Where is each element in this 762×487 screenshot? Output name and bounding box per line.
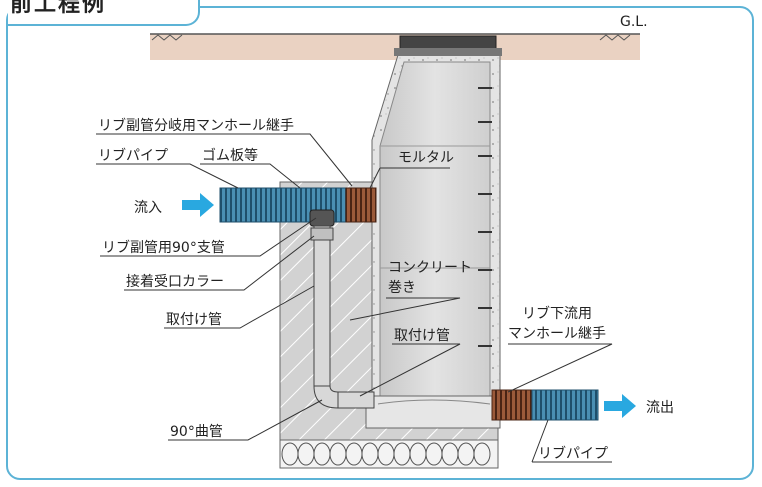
manhole-cover (399, 35, 497, 51)
branch-manhole-joint (345, 187, 377, 223)
leader-mortar-tip (369, 167, 381, 189)
leader-branch-joint (96, 133, 353, 187)
drop-pipe (313, 225, 331, 387)
rib-pipe-top-label: リブパイプ (98, 147, 168, 164)
manhole-interior (379, 61, 491, 397)
outflow-arrow-icon (604, 394, 636, 418)
adhesive-collar-label: 接着受口カラー (126, 273, 224, 290)
leader-rib-pipe-bottom (531, 419, 612, 463)
leader-bend-90 (168, 399, 323, 441)
leader-branch-90 (100, 217, 317, 257)
outflow-label: 流出 (646, 400, 674, 416)
mounting-pipe-left-label: 取付け管 (166, 312, 222, 328)
leader-mounting-pipe-mid (359, 343, 461, 397)
downstream-joint-label-line1: リブ下流用 (522, 305, 592, 322)
ground-strip (150, 34, 640, 60)
outflow-rib-pipe (531, 389, 599, 421)
ground-hatch-right (599, 34, 631, 41)
bottom-slab (365, 395, 501, 429)
downstream-manhole-joint (491, 389, 533, 421)
bend-90-label: 90°曲管 (170, 424, 223, 440)
leader-rubber-plate (200, 163, 301, 189)
rubber-plate-label: ゴム板等 (202, 147, 258, 164)
invert-channel (377, 399, 491, 405)
gl-label: G.L. (620, 14, 648, 30)
leader-concrete (349, 297, 461, 321)
mortar-label: モルタル (398, 150, 454, 166)
concrete-label-line2: 巻き (388, 280, 416, 296)
mounting-pipe-mid-label: 取付け管 (394, 328, 450, 344)
branch-joint-label: リブ副管分岐用マンホール継手 (98, 117, 294, 134)
manhole-frame (394, 48, 502, 56)
figure-frame (6, 0, 754, 480)
ground-hatch-left (151, 34, 183, 41)
branch-90-label: リブ副管用90°支管 (102, 239, 225, 256)
gravel-ovals (281, 442, 491, 466)
downstream-joint-label-line2: マンホール継手 (508, 326, 606, 342)
leader-downstream-joint (507, 343, 613, 393)
branch-90-fitting (309, 209, 335, 227)
mounting-pipe-horizontal (337, 391, 375, 409)
title-tab (8, 0, 200, 26)
concrete-label-line1: コンクリート (388, 260, 472, 276)
leader-mounting-pipe-left (164, 285, 315, 329)
inflow-label: 流入 (134, 200, 162, 216)
rib-pipe-bottom-label: リブパイプ (538, 445, 608, 462)
leader-rib-pipe-top (96, 163, 239, 189)
figure-title: 前工程例 (10, 0, 107, 17)
inflow-arrow-icon (182, 193, 214, 217)
step-rungs (478, 87, 492, 347)
adhesive-collar (310, 227, 334, 241)
leader-adhesive-collar (124, 235, 315, 291)
